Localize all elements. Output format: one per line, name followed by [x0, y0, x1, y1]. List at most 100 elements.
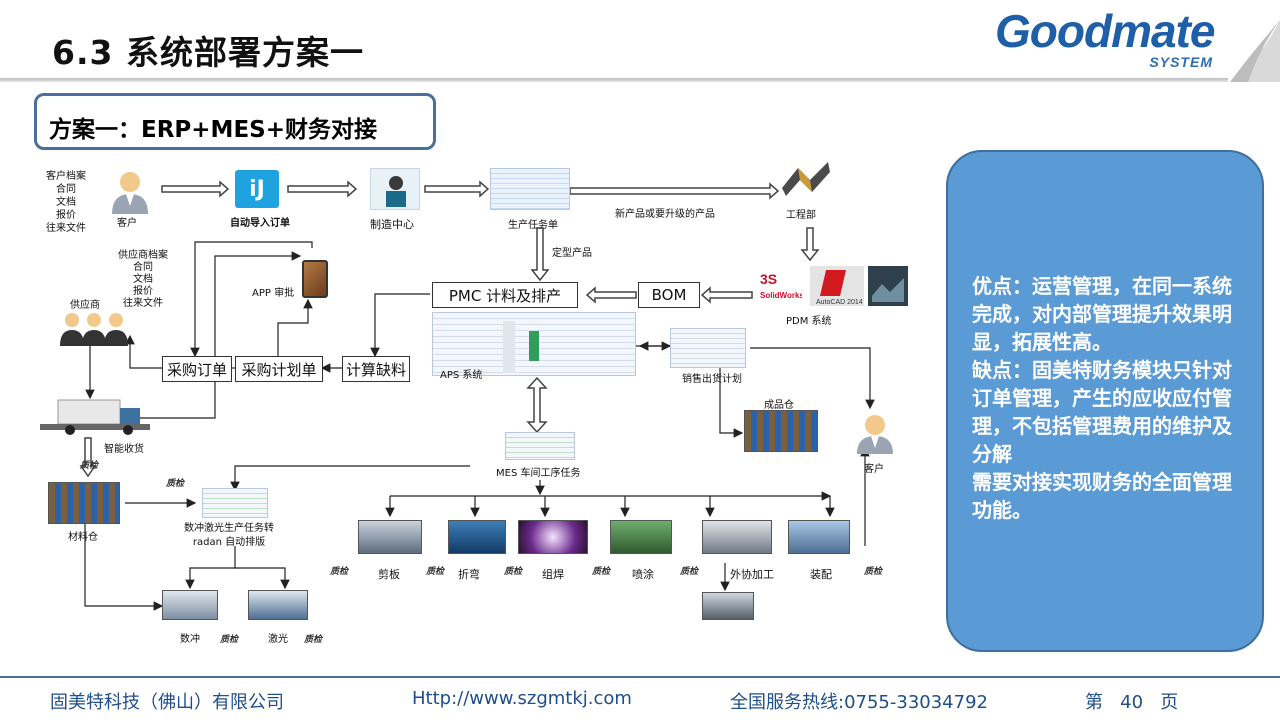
process-photo-shearing — [358, 520, 422, 554]
manufacturing-center-label: 制造中心 — [370, 218, 414, 231]
process-photo-welding — [518, 520, 588, 554]
scheme-title-box: 方案一：ERP+MES+财务对接 — [34, 93, 436, 150]
proe-icon — [868, 266, 908, 306]
process-photo-bending — [448, 520, 506, 554]
process-label-outsourcing: 外协加工 — [730, 568, 774, 581]
bom-box: BOM — [638, 282, 700, 308]
production-task-screenshot — [490, 168, 570, 210]
supplier-doc-item: 报价 — [133, 286, 153, 297]
truck-icon — [40, 399, 150, 435]
process-photo-spraying — [610, 520, 672, 554]
flow-connectors — [79, 180, 875, 611]
svg-text:SolidWorks: SolidWorks — [760, 291, 802, 300]
supplier-doc-item: 供应商档案 — [118, 250, 168, 261]
process-label-welding: 组焊 — [542, 568, 564, 581]
sales-delivery-screenshot — [670, 328, 746, 368]
autocad-icon: AutoCAD 2014 — [810, 266, 864, 306]
process-label-shearing: 剪板 — [378, 568, 400, 581]
cons-text: 缺点：固美特财务模块只针对订单管理，产生的应收应付管理，不包括管理费用的维护及分… — [972, 358, 1232, 466]
sales-delivery-label: 销售出货计划 — [682, 374, 742, 385]
supplier-label: 供应商 — [70, 300, 100, 311]
pros-cons-text: 优点：运营管理，在同一系统完成，对内部管理提升效果明显，拓展性高。 缺点：固美特… — [972, 272, 1244, 524]
typed-product-label: 定型产品 — [552, 248, 592, 259]
laser-machine-photo — [248, 590, 308, 620]
pdm-label: PDM 系统 — [786, 316, 832, 327]
svg-text:AutoCAD 2014: AutoCAD 2014 — [816, 299, 863, 306]
punch-laser-task-line: radan 自动排版 — [192, 537, 266, 548]
customer-doc-item: 往来文件 — [46, 223, 86, 234]
punch-label: 数冲 — [180, 634, 200, 645]
footer-divider — [0, 676, 1280, 678]
customer-label: 客户 — [117, 218, 137, 229]
process-label-bending: 折弯 — [458, 568, 480, 581]
purchase-order-box: 采购订单 — [162, 356, 232, 382]
mes-task-label: MES 车间工序任务 — [496, 468, 581, 479]
requirement-text: 需要对接实现财务的全面管理功能。 — [972, 470, 1232, 522]
footer-company: 固美特科技（佛山）有限公司 — [50, 692, 284, 713]
header-divider — [0, 78, 1228, 82]
pmc-scheduling-box: PMC 计料及排产 — [432, 282, 578, 308]
app-approval-label: APP 审批 — [252, 288, 295, 299]
logo-wordmark: Goodmate — [995, 5, 1215, 57]
logo-subtitle: SYSTEM — [1149, 54, 1213, 70]
aps-label: APS 系统 — [440, 370, 483, 381]
solidworks-icon: 3S SolidWorks — [758, 270, 802, 304]
customer-docs: 客户档案 合同 文档 报价 往来文件 — [46, 170, 86, 235]
laser-label: 激光 — [268, 634, 288, 645]
new-product-note: 新产品或要升级的产品 — [615, 209, 715, 220]
qc-label: 质检 — [426, 567, 445, 577]
qc-label: 质检 — [504, 567, 523, 577]
svg-text:3S: 3S — [760, 271, 777, 287]
aps-screenshot — [432, 312, 636, 376]
company-logo: Goodmate SYSTEM — [995, 4, 1217, 74]
footer-page-number: 第 40 页 — [1085, 692, 1179, 713]
page-title: 6.3 系统部署方案一 — [52, 33, 364, 72]
pros-cons-panel: 优点：运营管理，在同一系统完成，对内部管理提升效果明显，拓展性高。 缺点：固美特… — [946, 150, 1264, 652]
calc-shortage-box: 计算缺料 — [342, 356, 410, 382]
mes-task-screenshot — [505, 432, 575, 460]
qc-label: 质检 — [330, 567, 349, 577]
engineering-icon — [782, 162, 830, 196]
deployment-flow-diagram: 客户档案 合同 文档 报价 往来文件 客户 iJ 自动导入订单 制造中心 生产任… — [30, 158, 910, 658]
qc-label: 质检 — [592, 567, 611, 577]
scheme-title: 方案一：ERP+MES+财务对接 — [49, 117, 377, 143]
customer-doc-item: 客户档案 — [46, 171, 86, 182]
engineering-label: 工程部 — [786, 210, 816, 221]
supplier-doc-item: 合同 — [133, 262, 153, 273]
process-photo-outsourcing — [702, 520, 772, 554]
punch-machine-photo — [162, 590, 218, 620]
production-task-label: 生产任务单 — [508, 220, 558, 231]
process-photo-outsourced-machining — [702, 592, 754, 620]
supplier-doc-item: 文档 — [133, 274, 153, 285]
auto-import-label: 自动导入订单 — [230, 218, 290, 229]
pros-text: 优点：运营管理，在同一系统完成，对内部管理提升效果明显，拓展性高。 — [972, 274, 1232, 354]
manufacturing-center-icon — [370, 168, 420, 210]
process-label-spraying: 喷涂 — [632, 568, 654, 581]
customer-doc-item: 文档 — [56, 197, 76, 208]
finished-warehouse-label: 成品仓 — [764, 400, 794, 411]
supplier-docs: 供应商档案 合同 文档 报价 往来文件 — [118, 250, 168, 310]
material-warehouse-label: 材料仓 — [68, 532, 98, 543]
header-bar — [0, 0, 1280, 82]
smart-receiving-label: 智能收货 — [104, 444, 144, 455]
qc-label: 质检 — [166, 479, 185, 489]
punch-laser-task-label: 数冲激光生产任务转 radan 自动排版 — [184, 522, 274, 550]
process-label-assembly: 装配 — [810, 568, 832, 581]
footer-hotline: 全国服务热线:0755-33034792 — [730, 692, 988, 713]
finished-warehouse-photo — [744, 410, 818, 452]
qc-label: 质检 — [864, 567, 883, 577]
punch-laser-task-screenshot — [202, 488, 268, 518]
qc-label: 质检 — [80, 461, 99, 471]
app-phone-icon — [302, 260, 328, 298]
material-warehouse-photo — [48, 482, 120, 524]
customer-doc-item: 合同 — [56, 184, 76, 195]
qc-label: 质检 — [220, 635, 239, 645]
supplier-doc-item: 往来文件 — [123, 298, 163, 309]
auto-import-app-icon: iJ — [235, 170, 279, 208]
customer-avatar-icon — [112, 172, 148, 214]
customer-avatar-icon-2 — [857, 415, 893, 454]
process-photo-assembly — [788, 520, 850, 554]
punch-laser-task-line: 数冲激光生产任务转 — [184, 523, 274, 534]
purchase-plan-box: 采购计划单 — [235, 356, 323, 382]
qc-label: 质检 — [680, 567, 699, 577]
